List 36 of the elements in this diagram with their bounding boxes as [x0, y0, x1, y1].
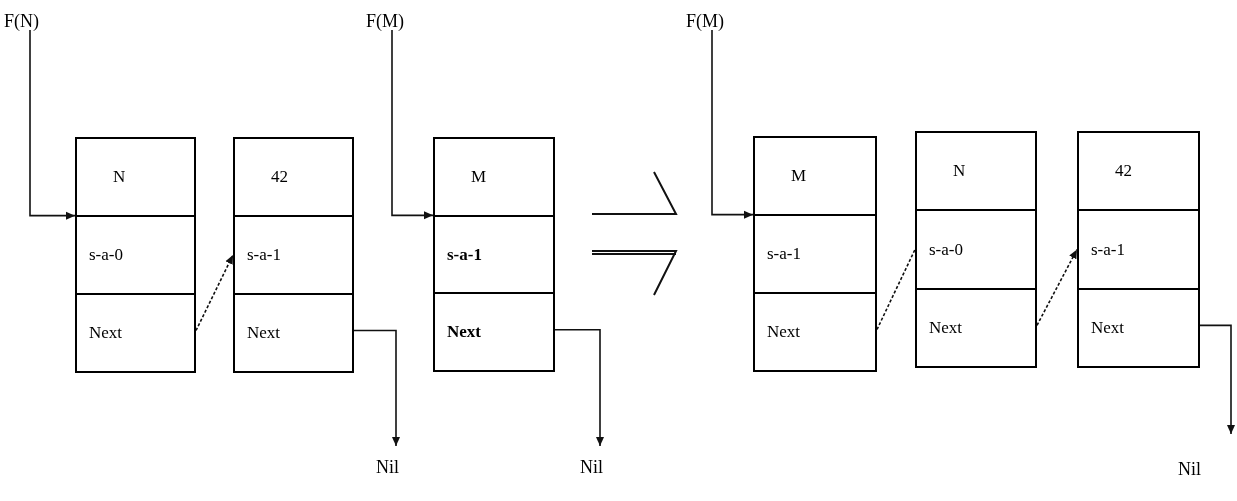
- record-box: [753, 136, 877, 372]
- arrow: [391, 29, 434, 220]
- arrow: [353, 329, 400, 447]
- pointer-label: Nil: [580, 458, 603, 476]
- fault-text: s-a-1: [767, 243, 801, 266]
- record-box: [75, 137, 196, 373]
- pointer-label: F(M): [686, 12, 724, 30]
- arrow: [29, 29, 76, 220]
- record-box: [433, 137, 555, 372]
- next-field: Next: [929, 315, 963, 341]
- fault-text: s-a-1: [447, 243, 482, 266]
- next-field: Next: [89, 320, 123, 346]
- next-field: Next: [447, 319, 481, 345]
- value-text: 42: [1115, 160, 1132, 183]
- value-text: N: [953, 160, 966, 183]
- fault-text: s-a-0: [89, 244, 123, 267]
- fault-text: s-a-1: [247, 244, 281, 267]
- value-text: 42: [271, 166, 288, 189]
- fault-text: s-a-0: [929, 238, 963, 261]
- value-text: M: [791, 165, 807, 188]
- next-field: Next: [247, 320, 281, 346]
- arrow: [554, 328, 604, 447]
- record-box: [915, 131, 1037, 368]
- record-box: [233, 137, 354, 373]
- pointer-label: F(N): [4, 12, 39, 30]
- next-field: Next: [767, 319, 801, 345]
- pointer-label: Nil: [1178, 460, 1201, 478]
- value-text: N: [113, 166, 126, 189]
- value-text: M: [471, 166, 487, 189]
- pointer-label: F(M): [366, 12, 404, 30]
- next-field: Next: [1091, 315, 1125, 341]
- arrow: [711, 29, 754, 219]
- pointer-label: Nil: [376, 458, 399, 476]
- fault-text: s-a-1: [1091, 238, 1125, 261]
- arrow: [1199, 324, 1235, 435]
- record-box: [1077, 131, 1200, 368]
